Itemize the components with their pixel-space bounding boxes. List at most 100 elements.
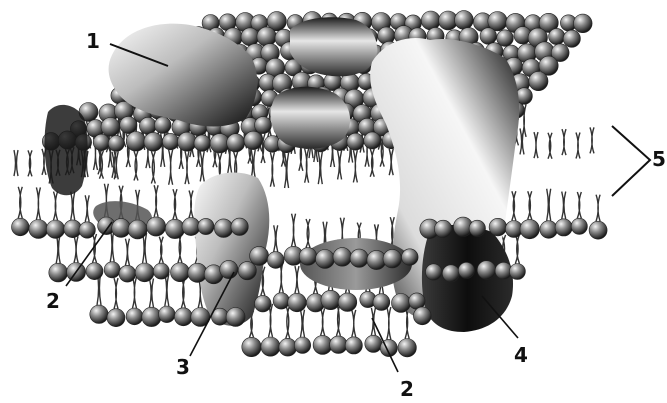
phospholipid-head (442, 265, 459, 282)
phospholipid-head (257, 27, 276, 46)
phospholipid-head (330, 336, 348, 354)
phospholipid-head (104, 262, 120, 278)
phospholipid-tail (547, 189, 551, 221)
phospholipid-tail (85, 195, 89, 222)
phospholipid-tail (14, 150, 18, 176)
phospholipid-head (29, 220, 48, 239)
phospholipid-tail (512, 191, 516, 220)
phospholipid-head (147, 217, 166, 236)
phospholipid-head (345, 337, 362, 354)
phospholipid-head (174, 308, 192, 326)
phospholipid-tail (300, 310, 304, 337)
label-5-visible: 5 (652, 147, 666, 171)
phospholipid-head (574, 14, 593, 33)
phospholipid-head (299, 248, 317, 266)
phospholipid-head (267, 252, 284, 269)
phospholipid-head (520, 219, 539, 238)
phospholipid-head (90, 305, 108, 323)
phospholipid-head (120, 116, 137, 133)
phospholipid-tail (165, 274, 169, 306)
phospholipid-head (171, 263, 190, 282)
phospholipid-head (469, 220, 485, 236)
label-1: 1 (86, 29, 100, 53)
phospholipid-tail (387, 307, 391, 339)
phospholipid-tail (36, 187, 40, 219)
phospholipid-tail (352, 310, 356, 337)
phospholipid-head (142, 307, 161, 326)
integral-protein-center (271, 87, 351, 149)
phospholipid-head (11, 218, 29, 236)
phospholipid-head (333, 248, 352, 267)
phospholipid-head (589, 221, 607, 239)
phospholipid-tail (306, 219, 310, 248)
phospholipid-head (364, 132, 381, 149)
phospholipid-head (288, 293, 307, 312)
phospholipid-head (313, 335, 332, 354)
phospholipid-head (144, 132, 163, 151)
label-2-bottom: 2 (400, 377, 414, 401)
phospholipid-head (555, 219, 572, 236)
phospholipid-tail (562, 129, 566, 155)
label-3: 3 (176, 355, 190, 379)
phospholipid-head (458, 262, 474, 278)
phospholipid-tail (114, 278, 118, 309)
phospholipid-head (294, 337, 310, 353)
phospholipid-head (480, 28, 497, 45)
phospholipid-head (242, 337, 261, 356)
phospholipid-tail (305, 149, 309, 183)
phospholipid-tail (292, 214, 296, 247)
label-2-left: 2 (46, 289, 60, 313)
phospholipid-head (455, 11, 474, 30)
phospholipid-head (162, 133, 178, 149)
phospholipid-tail (590, 127, 594, 153)
phospholipid-tail (353, 150, 357, 182)
phospholipid-head (434, 220, 452, 238)
phospholipid-head (244, 131, 262, 149)
phospholipid-head (112, 219, 131, 238)
phospholipid-tail (154, 185, 158, 217)
phospholipid-head (135, 263, 154, 282)
phospholipid-tail (274, 225, 278, 251)
phospholipid-tail (577, 192, 581, 218)
phospholipid-head (153, 263, 169, 279)
phospholipid-head (108, 135, 124, 151)
phospholipid-head (316, 250, 335, 269)
phospholipid-tail (596, 195, 600, 222)
phospholipid-tail (54, 192, 58, 221)
phospholipid-head (250, 246, 269, 265)
phospholipid-head (273, 293, 289, 309)
phospholipid-tail (548, 133, 552, 159)
phospholipid-head (347, 133, 364, 150)
phospholipid-head (321, 290, 340, 309)
phospholipid-tail (125, 239, 129, 266)
phospholipid-head (529, 72, 548, 91)
phospholipid-head (165, 219, 184, 238)
phospholipid-head (350, 249, 368, 267)
phospholipid-head (421, 11, 440, 30)
phospholipid-head (509, 264, 525, 280)
phospholipid-head (392, 294, 411, 313)
phospholipid-head (182, 218, 200, 236)
phospholipid-tail (251, 150, 255, 179)
phospholipid-head (255, 117, 272, 134)
phospholipid-head (107, 309, 125, 327)
phospholipid-head (79, 222, 95, 238)
bracket-5 (612, 126, 650, 196)
phospholipid-head (549, 28, 565, 44)
phospholipid-head (154, 117, 171, 134)
phospholipid-head (214, 219, 233, 238)
phospholipid-tail (189, 191, 193, 218)
phospholipid-head (540, 221, 558, 239)
phospholipid-head (238, 262, 256, 280)
phospholipid-head (49, 263, 68, 282)
phospholipid-head (261, 337, 280, 356)
phospholipid-head (241, 28, 259, 46)
phospholipid-head (338, 293, 357, 312)
label-4: 4 (514, 343, 528, 367)
phospholipid-tail (576, 133, 580, 159)
phospholipid-head (126, 132, 146, 152)
phospholipid-head (126, 308, 143, 325)
phospholipid-tail (562, 192, 566, 219)
phospholipid-head (373, 294, 390, 311)
